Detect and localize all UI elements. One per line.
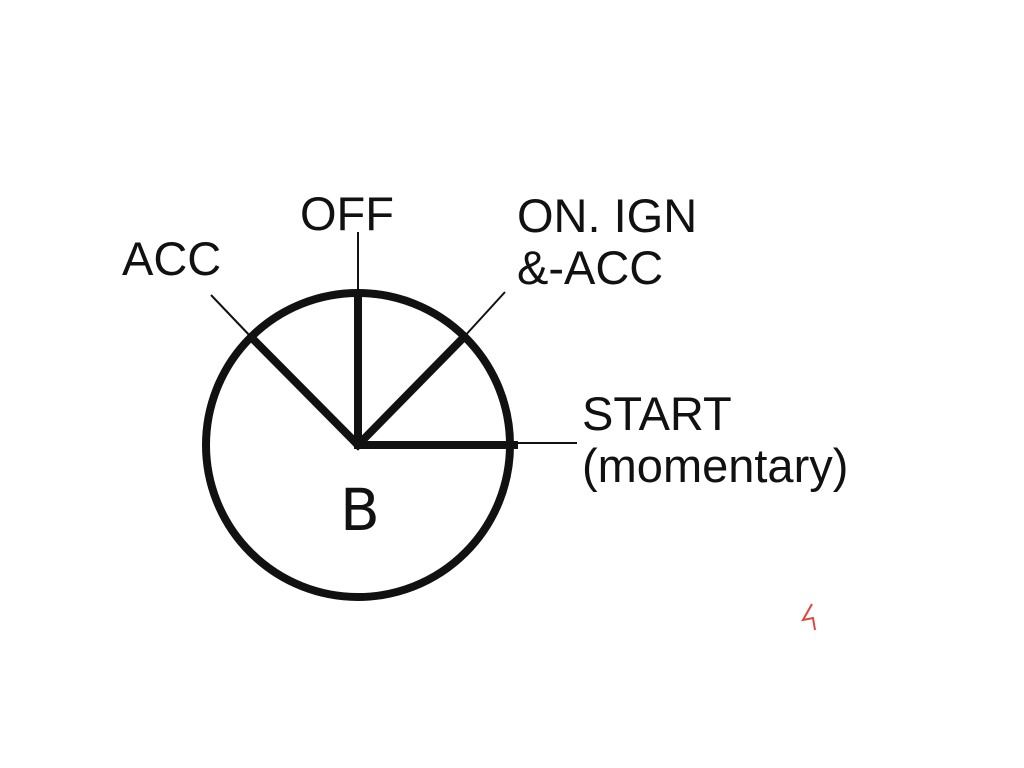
position-label-start-line1: START	[582, 387, 732, 440]
position-label-start: START (momentary)	[582, 388, 848, 492]
center-label: B	[340, 476, 380, 544]
leader-acc	[210, 294, 253, 339]
position-label-on-line2: &-ACC	[517, 241, 664, 294]
position-label-off: OFF	[300, 187, 394, 240]
leader-on-ign-acc	[462, 291, 506, 339]
pointer-on-ign-acc	[352, 332, 469, 451]
position-label-on-line1: ON. IGN	[517, 189, 698, 242]
position-label-acc: ACC	[122, 232, 222, 285]
red-mark-icon	[801, 603, 816, 631]
position-label-on-ign-acc: ON. IGN &-ACC	[517, 190, 697, 294]
pointer-acc	[246, 332, 364, 451]
position-label-start-line2: (momentary)	[582, 439, 849, 492]
